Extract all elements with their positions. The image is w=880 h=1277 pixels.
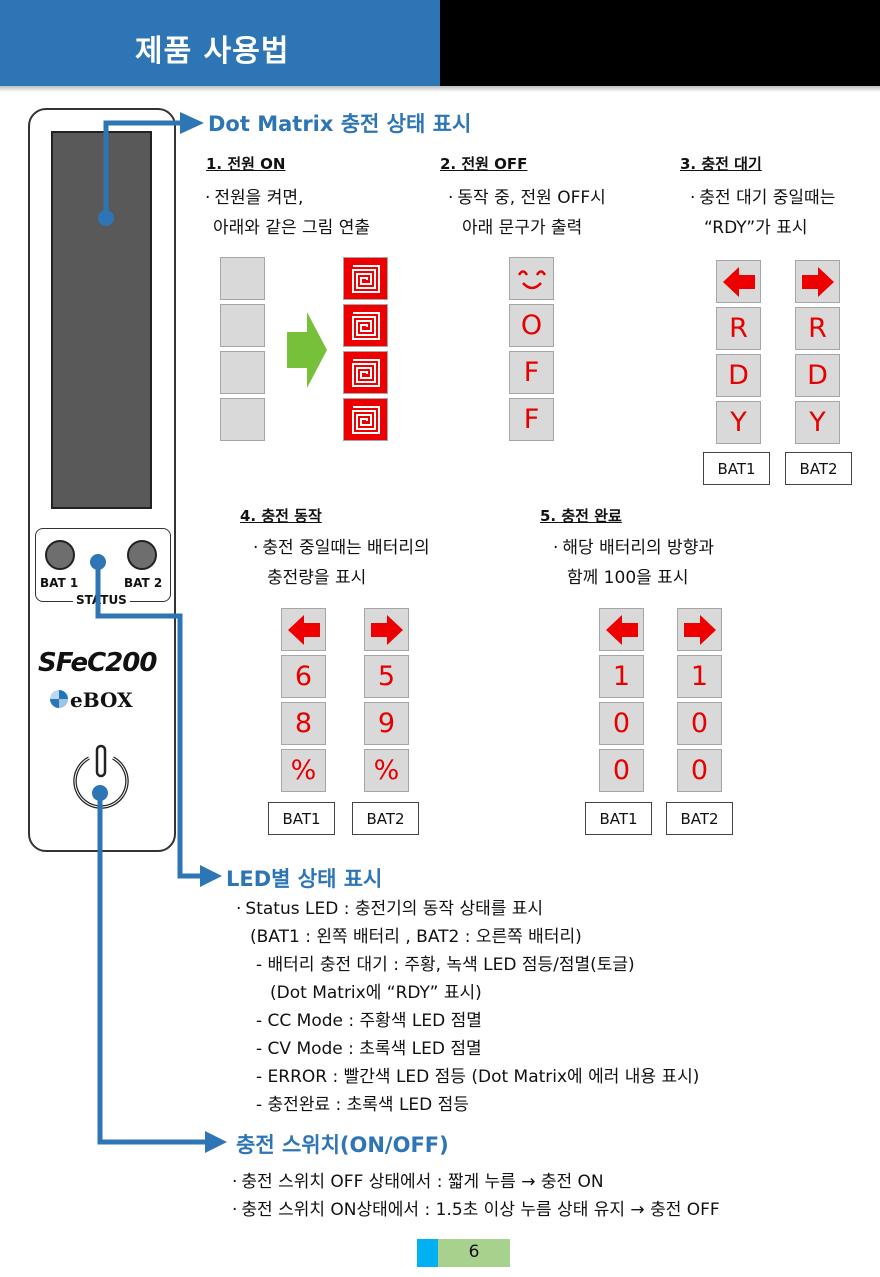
led-heading: LED별 상태 표시 xyxy=(226,867,383,891)
smile-icon xyxy=(517,269,546,289)
matrix-cell xyxy=(341,255,390,302)
bat2-label-box: BAT2 xyxy=(666,802,733,835)
matrix-cell: 0 xyxy=(675,747,724,794)
matrix-cell: 0 xyxy=(597,700,646,747)
matrix-cell: 6 xyxy=(279,653,328,700)
section-complete-desc: ·해당 배터리의 방향과 함께 100을 표시 xyxy=(553,538,714,588)
matrix-cell-arrow xyxy=(675,606,724,653)
matrix-cell: D xyxy=(714,352,763,399)
matrix-cell: Y xyxy=(714,399,763,446)
arrow-right-icon xyxy=(370,614,403,645)
arrow-left-icon xyxy=(722,266,755,297)
matrix-cell: % xyxy=(279,747,328,794)
bat2-label-box: BAT2 xyxy=(352,802,419,835)
power-switch-icon xyxy=(73,744,129,809)
section-standby-title: 3. 충전 대기 xyxy=(680,155,762,173)
bat1-led-label: BAT 1 xyxy=(40,576,79,590)
matrix-cell xyxy=(218,349,267,396)
arrow-left-icon xyxy=(605,614,638,645)
section-charging-title: 4. 충전 동작 xyxy=(240,507,322,525)
matrix-complete-bat2: 1 0 0 xyxy=(675,606,724,794)
matrix-charging-bat2: 5 9 % xyxy=(362,606,411,794)
matrix-cell xyxy=(341,349,390,396)
matrix-cell: F xyxy=(507,396,556,443)
matrix-cell xyxy=(218,255,267,302)
spiral-pattern-icon xyxy=(351,405,380,434)
matrix-cell: 5 xyxy=(362,653,411,700)
matrix-complete-bat1: 1 0 0 xyxy=(597,606,646,794)
header-bar xyxy=(0,0,440,86)
page-number-text: 6 xyxy=(468,1242,480,1262)
matrix-cell-arrow xyxy=(597,606,646,653)
bat1-label-box: BAT1 xyxy=(703,452,770,485)
matrix-cell: % xyxy=(362,747,411,794)
matrix-cell: 8 xyxy=(279,700,328,747)
matrix-cell: 0 xyxy=(597,747,646,794)
dot-matrix-screen xyxy=(51,131,152,509)
matrix-cell: R xyxy=(714,305,763,352)
header-bar-dark xyxy=(440,0,880,86)
matrix-power-on-blank xyxy=(218,255,267,443)
matrix-cell: 1 xyxy=(675,653,724,700)
page-number-accent xyxy=(417,1239,438,1267)
bat1-label-box: BAT1 xyxy=(268,802,335,835)
matrix-cell: D xyxy=(793,352,842,399)
matrix-cell-arrow xyxy=(279,606,328,653)
matrix-cell: R xyxy=(793,305,842,352)
led-description: ·Status LED : 충전기의 동작 상태를 표시 (BAT1 : 왼쪽 … xyxy=(236,899,700,1115)
bat2-led xyxy=(127,540,157,570)
dot-matrix-heading: Dot Matrix 충전 상태 표시 xyxy=(208,112,472,136)
spiral-pattern-icon xyxy=(351,311,380,340)
matrix-cell xyxy=(341,302,390,349)
section-standby-desc: ·충전 대기 중일때는 “RDY”가 표시 xyxy=(690,188,836,238)
status-label: STATUS xyxy=(73,593,130,607)
arrow-left-icon xyxy=(287,614,320,645)
green-arrow-icon xyxy=(287,312,327,388)
arrow-right-icon xyxy=(801,266,834,297)
brand-cube-icon xyxy=(50,690,68,708)
bat2-led-label: BAT 2 xyxy=(124,576,163,590)
header-shadow xyxy=(0,86,880,92)
section-complete-title: 5. 충전 완료 xyxy=(540,507,622,525)
matrix-cell-smile xyxy=(507,255,556,302)
matrix-standby-bat1: R D Y xyxy=(714,258,763,446)
matrix-cell: O xyxy=(507,302,556,349)
section-power-on-title: 1. 전원 ON xyxy=(206,155,286,173)
matrix-charging-bat1: 6 8 % xyxy=(279,606,328,794)
section-power-off-desc: ·동작 중, 전원 OFF시 아래 문구가 출력 xyxy=(448,188,606,238)
matrix-cell: 9 xyxy=(362,700,411,747)
page-title: 제품 사용법 xyxy=(135,34,290,69)
matrix-cell xyxy=(218,396,267,443)
matrix-cell: F xyxy=(507,349,556,396)
section-power-off-title: 2. 전원 OFF xyxy=(440,155,528,173)
section-power-on-desc: ·전원을 켜면, 아래와 같은 그림 연출 xyxy=(205,188,370,238)
matrix-cell-arrow xyxy=(793,258,842,305)
page-number: 6 xyxy=(417,1239,510,1267)
matrix-cell-arrow xyxy=(362,606,411,653)
matrix-cell: 0 xyxy=(675,700,724,747)
spiral-pattern-icon xyxy=(351,358,380,387)
matrix-power-on-lit xyxy=(341,255,390,443)
matrix-cell: 1 xyxy=(597,653,646,700)
bat1-led xyxy=(45,540,75,570)
switch-heading: 충전 스위치(ON/OFF) xyxy=(236,1133,449,1157)
section-charging-desc: ·충전 중일때는 배터리의 충전량을 표시 xyxy=(253,538,430,588)
matrix-power-off: O F F xyxy=(507,255,556,443)
matrix-cell: Y xyxy=(793,399,842,446)
matrix-cell xyxy=(218,302,267,349)
bat2-label-box: BAT2 xyxy=(785,452,852,485)
matrix-cell xyxy=(341,396,390,443)
spiral-pattern-icon xyxy=(351,264,380,293)
matrix-standby-bat2: R D Y xyxy=(793,258,842,446)
brand-logo: eBOX xyxy=(70,688,133,712)
switch-description: ·충전 스위치 OFF 상태에서 : 짧게 누름 → 충전 ON ·충전 스위치… xyxy=(232,1172,720,1220)
bat1-label-box: BAT1 xyxy=(585,802,652,835)
model-logo: SFeC200 xyxy=(38,648,157,678)
arrow-right-icon xyxy=(683,614,716,645)
matrix-cell-arrow xyxy=(714,258,763,305)
